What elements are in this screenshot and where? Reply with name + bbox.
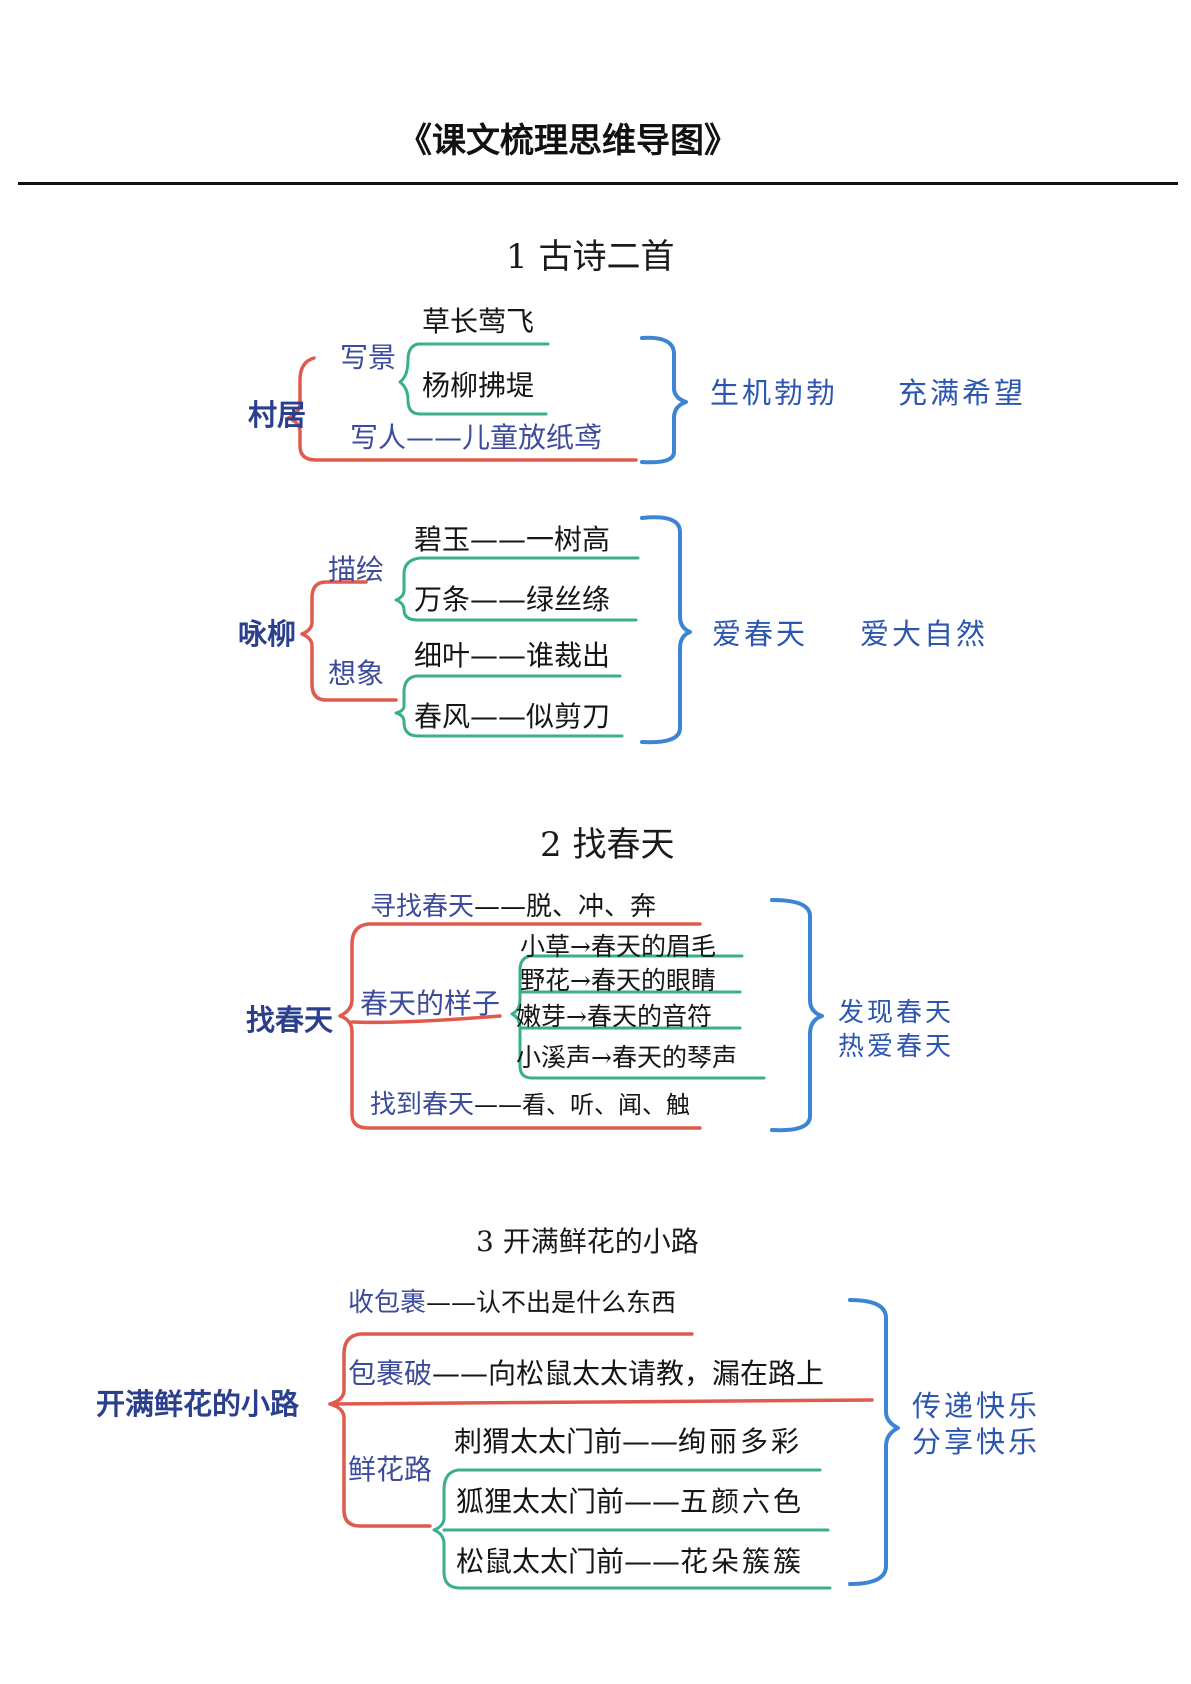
yongliu-leaf-3: 细叶——谁裁出 <box>414 639 611 672</box>
yongliu-conclusion-1: 爱春天 <box>712 617 809 651</box>
zhao-leaf-1-text: →春天的眉毛 <box>570 932 716 961</box>
cunju-conclusion-brace <box>640 335 688 465</box>
lulu-leaf-2: 狐狸太太门前——五颜六色 <box>456 1488 804 1516</box>
yongliu-root-brace <box>300 580 398 702</box>
zhao-conclusion-1: 发现春天 <box>838 998 955 1028</box>
yongliu-conclusion-brace <box>640 515 692 745</box>
zhao-conclusion-brace <box>770 898 824 1133</box>
lulu-conclusion-2: 分享快乐 <box>912 1425 1041 1459</box>
lulu-baoguo-line <box>328 1398 874 1406</box>
zhao-leaf-3-text: →春天的音符 <box>566 1002 712 1031</box>
yongliu-miaohui-brace <box>394 556 640 622</box>
zhao-leaf-4: 小溪声→春天的琴声 <box>516 1045 737 1070</box>
zhao-branch-1-label: 寻找春天 <box>370 892 475 922</box>
zhao-leaf-3-subject: 嫩芽 <box>516 1002 567 1031</box>
cunju-branch-xieren: 写人——儿童放纸鸢 <box>350 421 603 454</box>
lulu-branch-2: 包裹破——向松鼠太太请教，漏在路上 <box>348 1360 824 1388</box>
section-1-heading: 1 古诗二首 <box>506 237 675 277</box>
lulu-branch-1-detail: ——认不出是什么东西 <box>426 1288 677 1317</box>
yongliu-conclusion-2: 爱大自然 <box>860 617 989 651</box>
lulu-leaf-3: 松鼠太太门前——花朵簇簇 <box>456 1548 804 1576</box>
lulu-leaf-1-subject: 刺猬太太门前—— <box>454 1425 679 1458</box>
lulu-leaf-3-subject: 松鼠太太门前—— <box>456 1545 681 1578</box>
yongliu-xiangxiang-brace <box>394 674 624 738</box>
zhao-root: 找春天 <box>246 1003 334 1037</box>
title-divider <box>18 182 1178 185</box>
cunju-root: 村居 <box>248 398 307 432</box>
zhao-leaf-1-subject: 小草 <box>520 932 571 961</box>
zhao-branch-1-detail: ——脱、冲、奔 <box>474 892 657 922</box>
section-3-heading: 3 开满鲜花的小路 <box>476 1225 699 1258</box>
lulu-conclusion-brace <box>848 1298 900 1586</box>
lulu-branch-2-label: 包裹破 <box>348 1357 433 1390</box>
zhao-leaf-3: 嫩芽→春天的音符 <box>516 1004 712 1029</box>
lulu-leaf-1: 刺猬太太门前——绚丽多彩 <box>454 1428 802 1456</box>
cunju-branch-xiejing: 写景 <box>340 341 397 374</box>
lulu-leaf-1-text: 绚丽多彩 <box>678 1425 803 1458</box>
zhao-conclusion-2: 热爱春天 <box>838 1032 955 1062</box>
cunju-root-brace <box>286 356 638 462</box>
lulu-branch-1: 收包裹——认不出是什么东西 <box>348 1290 676 1316</box>
lulu-branch-1-label: 收包裹 <box>348 1288 427 1318</box>
lulu-leaf-2-text: 五颜六色 <box>680 1485 805 1518</box>
lulu-leaf-3-text: 花朵簇簇 <box>680 1545 805 1578</box>
lulu-leaf-2-subject: 狐狸太太门前—— <box>456 1485 681 1518</box>
lulu-xianhua-brace <box>432 1468 832 1590</box>
yongliu-leaf-1: 碧玉——一树高 <box>414 523 611 556</box>
yongliu-leaf-2: 万条——绿丝绦 <box>414 583 611 616</box>
zhao-leaf-4-text: →春天的琴声 <box>591 1043 737 1072</box>
zhao-branch-3: 找到春天——看、听、闻、触 <box>370 1092 690 1118</box>
cunju-leaf-1: 草长莺飞 <box>422 305 535 338</box>
zhao-branch-1: 寻找春天——脱、冲、奔 <box>370 894 656 920</box>
cunju-xiejing-brace <box>398 342 550 416</box>
zhao-leaf-2: 野花→春天的眼睛 <box>520 968 716 993</box>
lulu-conclusion-1: 传递快乐 <box>912 1389 1041 1423</box>
yongliu-root: 咏柳 <box>238 617 297 651</box>
zhao-yangzi-branch <box>350 1014 502 1025</box>
zhao-root-brace <box>338 922 702 1130</box>
yongliu-branch-miaohui: 描绘 <box>328 553 385 586</box>
lulu-branch-2-detail: ——向松鼠太太请教，漏在路上 <box>432 1357 825 1390</box>
section-2-heading: 2 找春天 <box>540 825 675 865</box>
zhao-leaf-4-subject: 小溪声 <box>516 1043 592 1072</box>
zhao-yangzi-brace <box>510 954 766 1080</box>
yongliu-branch-xiangxiang: 想象 <box>328 657 385 690</box>
lulu-root: 开满鲜花的小路 <box>96 1387 300 1421</box>
zhao-branch-3-label: 找到春天 <box>370 1090 475 1120</box>
zhao-leaf-2-text: →春天的眼睛 <box>570 966 716 995</box>
zhao-branch-2-label: 春天的样子 <box>360 987 501 1020</box>
yongliu-leaf-4: 春风——似剪刀 <box>414 700 611 733</box>
cunju-conclusion-2: 充满希望 <box>898 376 1027 410</box>
cunju-conclusion-1: 生机勃勃 <box>710 376 839 410</box>
cunju-leaf-2: 杨柳拂堤 <box>422 369 535 402</box>
lulu-branch-3-label: 鲜花路 <box>348 1453 433 1486</box>
page-title: 《课文梳理思维导图》 <box>398 121 738 161</box>
zhao-leaf-1: 小草→春天的眉毛 <box>520 934 716 959</box>
zhao-leaf-2-subject: 野花 <box>520 966 571 995</box>
zhao-branch-3-detail: ——看、听、闻、触 <box>474 1091 691 1119</box>
